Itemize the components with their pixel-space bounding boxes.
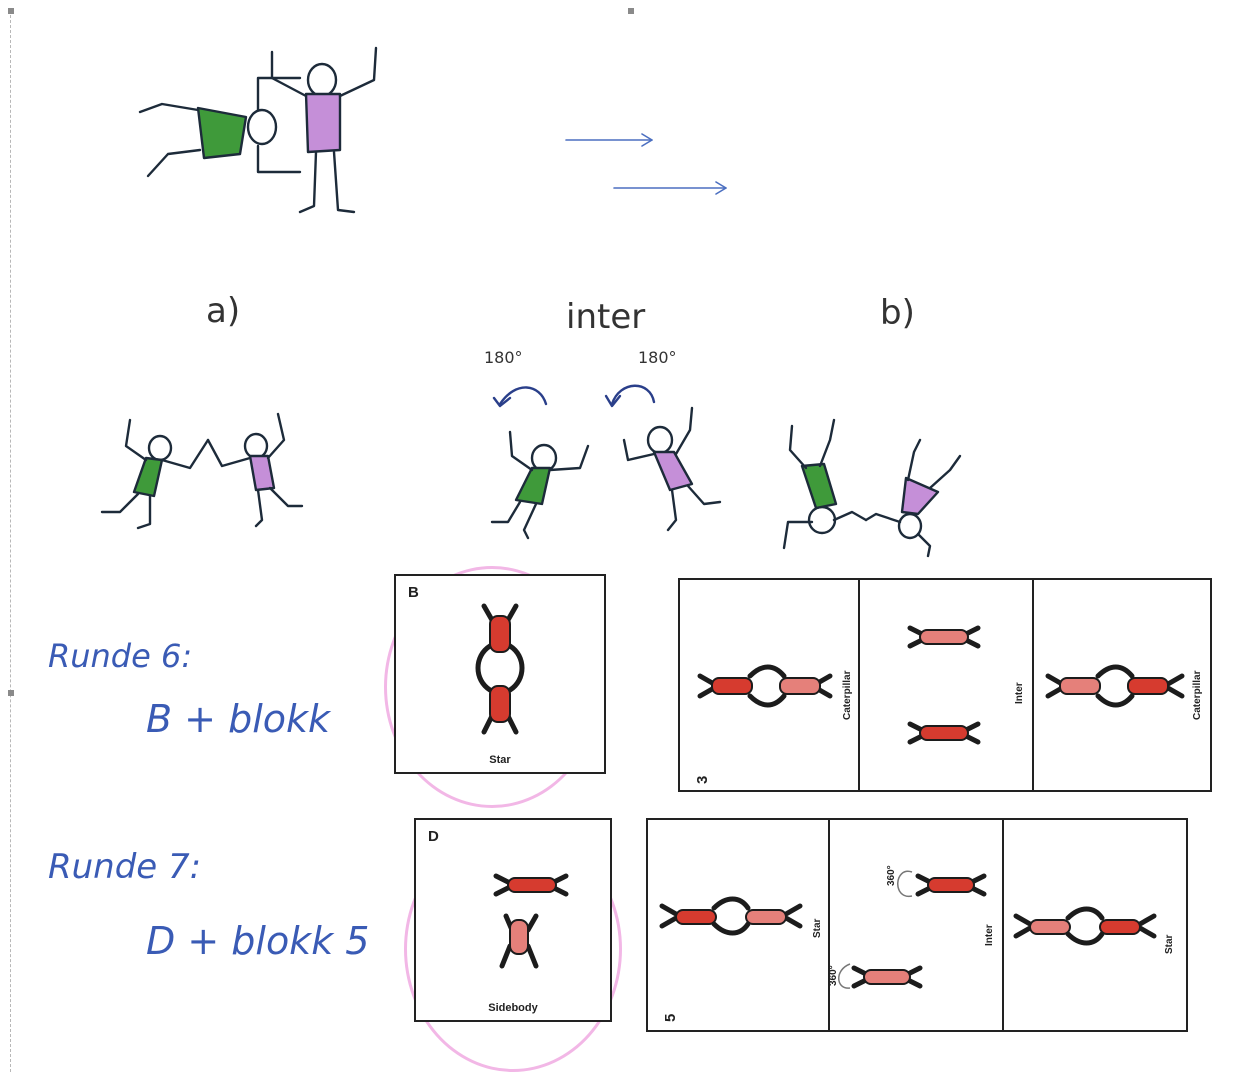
block-number: 3 [694,775,711,784]
block-cell-3: Caterpillar [1032,580,1210,790]
pair-b-figures [782,418,962,558]
round7-title: Runde 7: [48,847,202,887]
block-number: 5 [662,1013,679,1022]
star-formation-icon [475,603,525,735]
motion-arrows [565,133,727,195]
top-handle [628,8,634,14]
inter-formation-icon [838,870,987,989]
round6-title: Runde 6: [48,637,193,675]
rotation-label-2: 360° [828,965,839,986]
pair-inter-figures [490,384,722,540]
inter-formation-icon [907,625,981,745]
block-label-2: Inter [1014,682,1025,704]
block-label-2: Inter [984,924,995,946]
rotation-label-left: 180° [484,348,523,367]
round7-formation-card: D Sidebody [414,818,612,1022]
page-margin-line [10,10,1243,1072]
block-cell-2: Inter [858,580,1034,790]
block-label-1: Caterpillar [842,670,853,720]
card-caption: Sidebody [488,1002,538,1014]
block-label-1: Star [812,918,823,938]
block-cell-2: 360° 360° Inter [828,820,1004,1030]
block-cell-3: Star [1002,820,1186,1030]
pair-a-figures [100,412,304,530]
block-cell-1: Caterpillar 3 [680,580,860,790]
label-a: a) [206,291,241,331]
round6-formula: B + blokk [146,697,331,741]
caterpillar-formation-icon [697,664,833,708]
star-formation-icon [659,896,803,936]
round7-block: Star 5 360° 360° Inter S [646,818,1188,1032]
rotation-label-right: 180° [638,348,677,367]
caterpillar-formation-icon [1045,664,1185,708]
sidebody-formation-icon [493,873,569,969]
round7-formula: D + blokk 5 [146,919,370,963]
top-green-figure [138,76,302,178]
card-letter: B [408,584,419,601]
round6-formation-card: B Star [394,574,606,774]
card-caption: Star [489,754,511,766]
label-inter: inter [566,297,646,337]
top-purple-figure [270,46,378,214]
block-label-3: Caterpillar [1192,670,1203,720]
block-cell-1: Star 5 [648,820,830,1030]
block-label-3: Star [1164,934,1175,954]
card-letter: D [428,828,439,845]
round6-block: Caterpillar 3 Inter Caterpillar [678,578,1212,792]
label-b: b) [880,293,915,333]
side-handle [8,690,14,696]
star-formation-icon [1013,906,1157,946]
rotation-label-1: 360° [886,865,897,886]
corner-handle [8,8,14,14]
